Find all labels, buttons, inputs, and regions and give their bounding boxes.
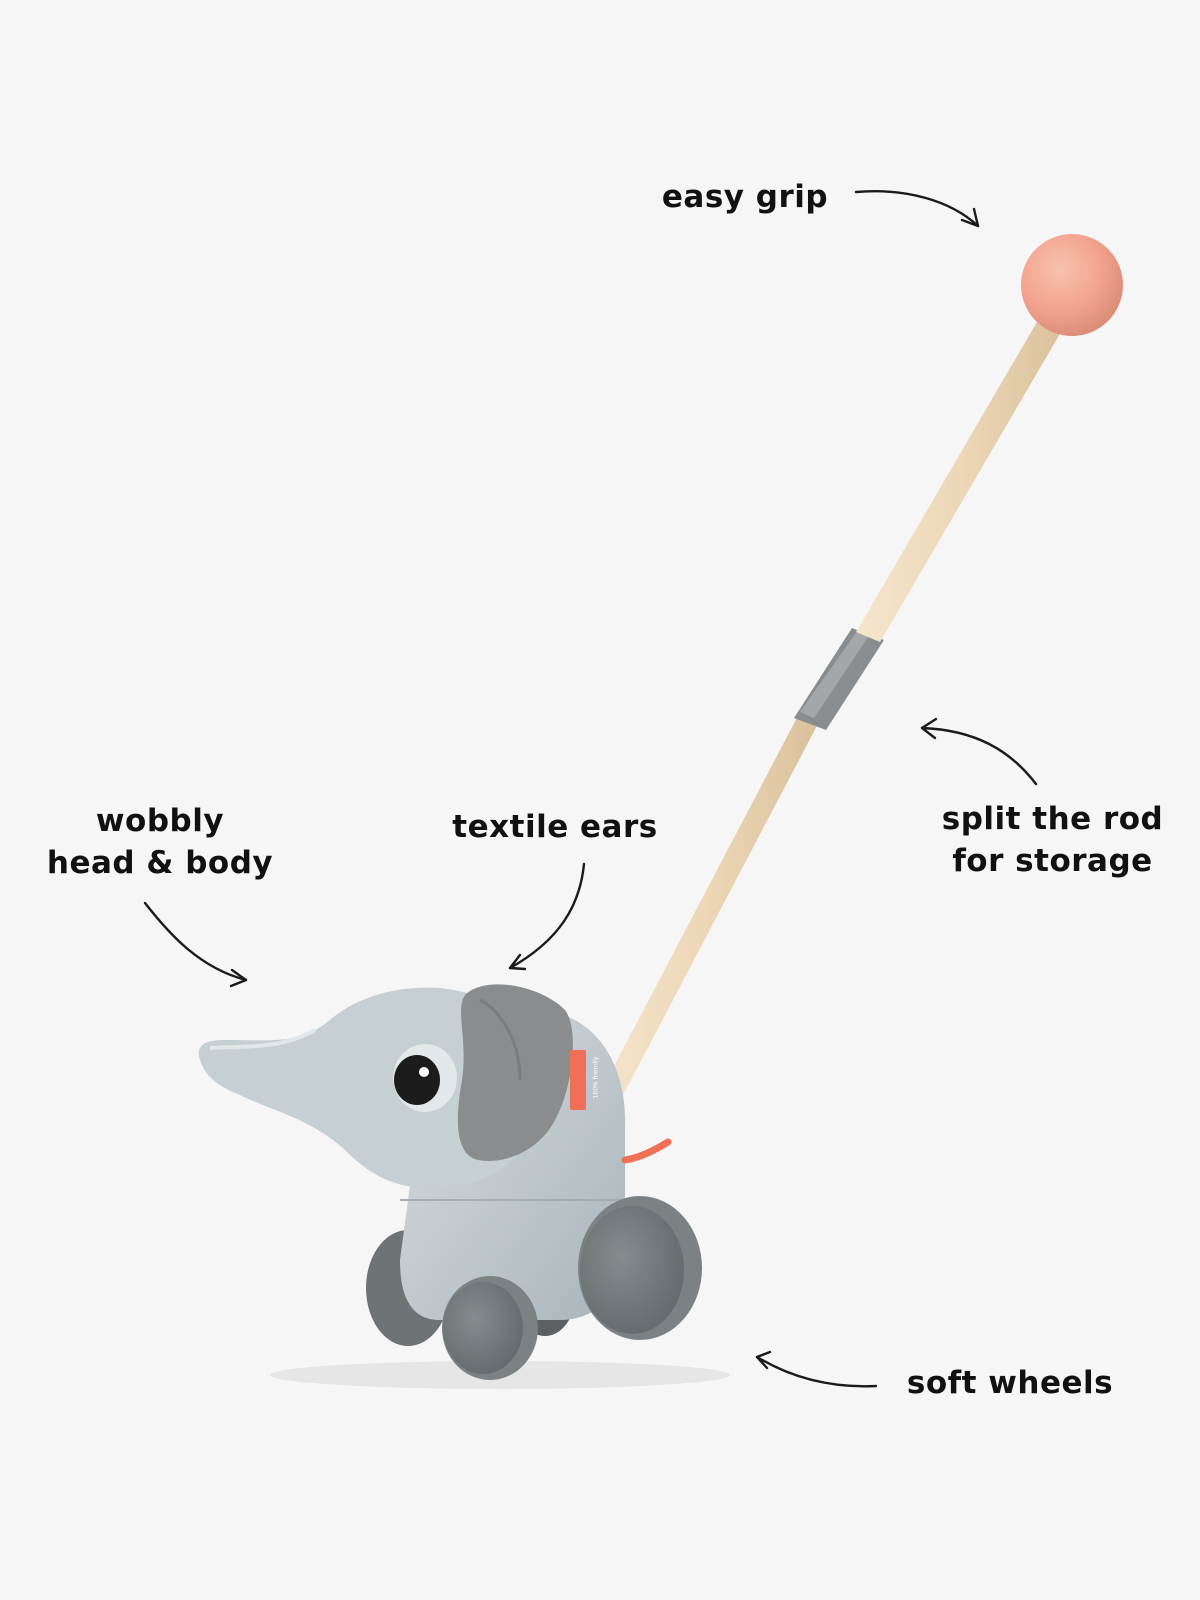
arrow-textile-ears xyxy=(508,862,586,971)
front-wheels xyxy=(442,1196,702,1380)
callout-textile-ears: textile ears xyxy=(440,806,670,848)
callout-split-line2: for storage xyxy=(952,843,1153,879)
callout-soft-wheels-text: soft wheels xyxy=(906,1365,1114,1401)
callout-split-line1: split the rod xyxy=(941,801,1164,837)
callout-wobbly-line2: head & body xyxy=(46,845,274,881)
fabric-tag-label: 100% friendly xyxy=(592,1056,600,1099)
callout-textile-ears-text: textile ears xyxy=(452,809,658,845)
callout-easy-grip-text: easy grip xyxy=(661,179,829,215)
callout-soft-wheels: soft wheels xyxy=(895,1362,1125,1404)
arrow-soft-wheels xyxy=(755,1350,878,1388)
tail-string xyxy=(621,1138,672,1164)
arrow-wobbly xyxy=(143,901,248,988)
callout-split-rod: split the rod for storage xyxy=(920,798,1185,882)
push-rod xyxy=(592,310,1068,1116)
arrow-easy-grip xyxy=(854,190,980,228)
callout-wobbly-head-body: wobbly head & body xyxy=(30,800,290,884)
knob-grip xyxy=(1021,234,1123,336)
eye xyxy=(393,1044,457,1112)
fabric-tag xyxy=(570,1050,586,1110)
callout-wobbly-line1: wobbly xyxy=(95,803,225,839)
arrow-split-rod xyxy=(920,717,1038,786)
elephant-head xyxy=(198,987,541,1189)
textile-ear xyxy=(457,984,573,1161)
callout-easy-grip: easy grip xyxy=(620,176,870,218)
